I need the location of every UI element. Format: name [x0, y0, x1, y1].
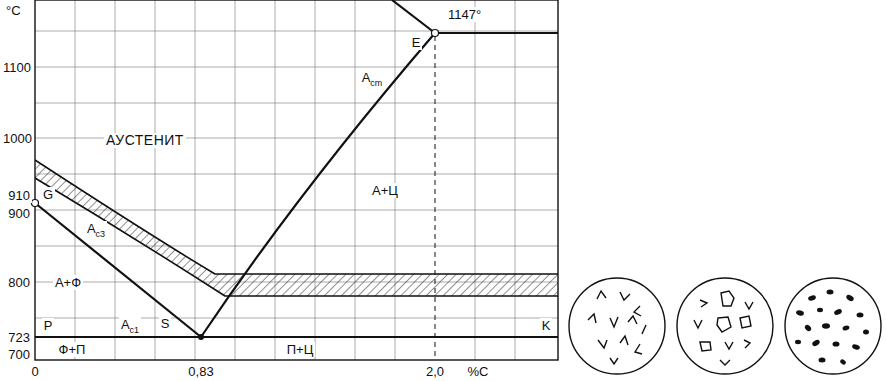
point-e [432, 30, 439, 37]
point-g [32, 200, 39, 207]
tick-label: 0 [29, 364, 40, 379]
grid [35, 0, 558, 360]
microstructure-3 [785, 278, 881, 374]
line-label: Ac3 [85, 221, 107, 238]
dashed-line [435, 36, 436, 360]
point-label: P [42, 318, 55, 333]
line-label: Acm [360, 70, 385, 87]
hatched-band [35, 160, 558, 296]
point-label: E [410, 35, 423, 50]
region-label: Ф+П [57, 342, 88, 357]
point-label: G [41, 187, 55, 202]
tick-label: 800 [6, 275, 32, 290]
eutectic-line [435, 32, 558, 34]
tick-label: 700 [6, 347, 32, 362]
tick-label: 723 [6, 330, 32, 345]
tick-label: 910 [6, 188, 32, 203]
psk-line [35, 336, 558, 338]
region-label: А+Ф [53, 275, 83, 290]
tick-label: 1000 [1, 131, 34, 146]
point-label: S [159, 316, 172, 331]
plot-frame [35, 0, 558, 360]
gs-line [35, 203, 201, 337]
temperature-label: 1147° [446, 7, 483, 22]
microstructure-2 [677, 278, 773, 374]
axis-unit: °C [4, 3, 23, 18]
point-s [198, 334, 204, 340]
liquidus-line [392, 0, 435, 33]
region-label: А+Ц [370, 183, 400, 198]
axis-unit: %C [466, 364, 491, 379]
tick-label: 2,0 [424, 364, 446, 379]
acm-line [201, 33, 435, 337]
point-label: K [540, 318, 553, 333]
tick-label: 1100 [1, 60, 33, 75]
tick-label: 0,83 [186, 364, 215, 379]
line-label: Ac1 [119, 317, 141, 334]
region-label: АУСТЕНИТ [104, 133, 186, 148]
tick-label: 900 [6, 206, 32, 221]
microstructure-1 [569, 278, 665, 374]
region-label: П+Ц [285, 342, 316, 357]
